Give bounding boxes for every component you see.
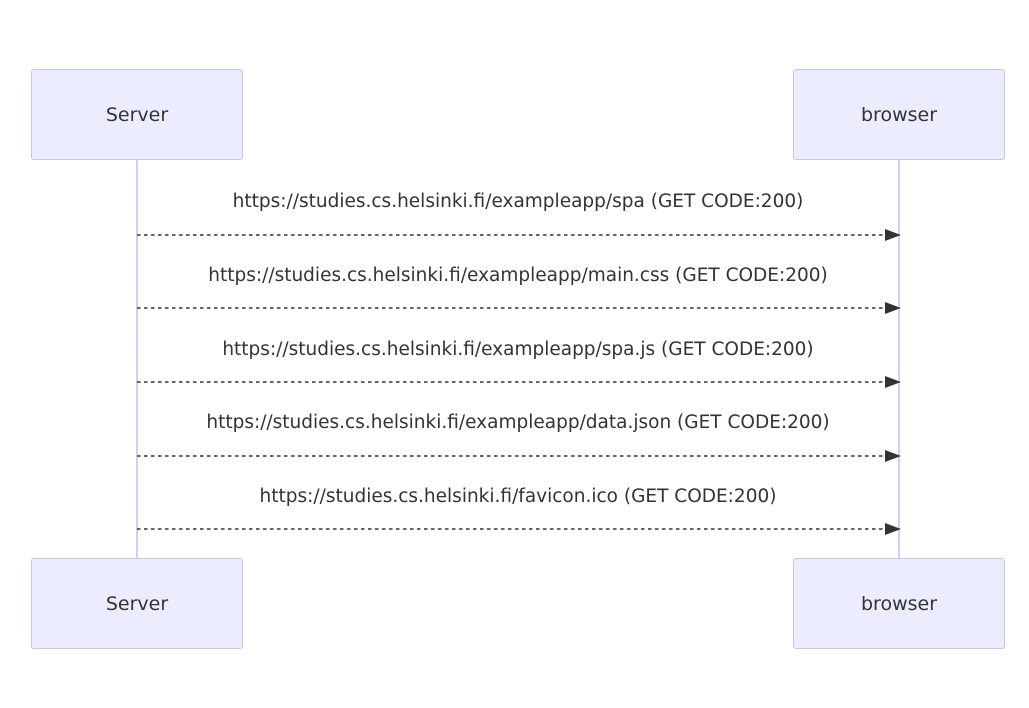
participant-server-bottom: Server <box>31 558 243 649</box>
message-label-3: https://studies.cs.helsinki.fi/exampleap… <box>222 339 814 360</box>
message-arrowhead-1 <box>885 229 901 241</box>
participant-browser-top-label: browser <box>860 103 938 126</box>
participant-server-top: Server <box>31 69 243 160</box>
message-arrowhead-2 <box>885 302 901 314</box>
message-label-2: https://studies.cs.helsinki.fi/exampleap… <box>208 265 828 286</box>
participant-server-bottom-label: Server <box>105 592 169 615</box>
message-arrowhead-5 <box>885 523 901 535</box>
participant-browser-bottom: browser <box>793 558 1005 649</box>
message-label-5: https://studies.cs.helsinki.fi/favicon.i… <box>259 486 777 507</box>
participant-browser-top: browser <box>793 69 1005 160</box>
message-label-1: https://studies.cs.helsinki.fi/exampleap… <box>232 191 804 212</box>
participant-browser-bottom-label: browser <box>860 592 938 615</box>
message-arrowhead-4 <box>885 450 901 462</box>
message-arrowhead-3 <box>885 376 901 388</box>
participant-server-top-label: Server <box>105 103 169 126</box>
message-label-4: https://studies.cs.helsinki.fi/exampleap… <box>206 412 830 433</box>
